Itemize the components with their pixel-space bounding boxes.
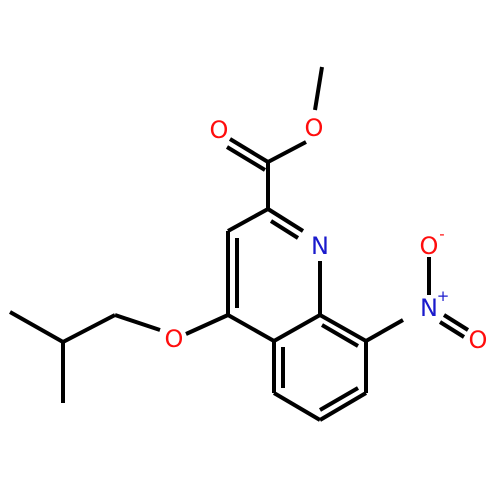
- bond-c2-n1-inner: [269, 219, 300, 240]
- carbonyl-oxygen-label: O: [210, 116, 229, 144]
- bond-c8a-c4a: [273, 313, 321, 343]
- bond-c8-nitro-nitrogen: [365, 318, 404, 343]
- atom-labels: O O N O N + O - O: [165, 114, 488, 354]
- bond-c5-c6: [272, 391, 322, 422]
- bond-ether-oxygen-ch2: [114, 313, 161, 332]
- bond-c8-c8a: [319, 313, 367, 343]
- bond-nitro-double-2: [438, 320, 466, 339]
- bond-c6-c7-inner: [318, 386, 360, 412]
- nitro-nitrogen-label: N: [420, 294, 438, 322]
- bond-c2-n1: [266, 207, 305, 233]
- bond-ch2-ch: [62, 313, 116, 344]
- bond-ch-methyl-left: [9, 310, 64, 344]
- bond-nitro-double-1: [442, 313, 470, 332]
- bonds: [9, 66, 470, 422]
- bond-carbonyl-double-2: [225, 145, 267, 172]
- bond-c6-c7: [318, 391, 368, 422]
- bond-carbonyl-double-1: [228, 137, 270, 164]
- nitro-oxygen-top-label: O: [420, 232, 439, 260]
- nitro-oxygen-bottom-label: O: [469, 326, 488, 354]
- ester-oxygen-label: O: [305, 114, 324, 142]
- bond-c4-c4a: [227, 313, 275, 343]
- bond-c2-c3: [227, 207, 269, 233]
- bond-methyl-ester-oxygen: [313, 66, 324, 111]
- ether-oxygen-label: O: [165, 325, 184, 353]
- ring-nitrogen-label: N: [311, 232, 329, 260]
- nitro-nitrogen-charge: +: [437, 287, 450, 305]
- nitro-oxygen-top-charge: -: [439, 225, 444, 243]
- bond-c8-c8a-inner: [320, 323, 360, 348]
- bond-ester-oxygen-carbonyl-carbon: [267, 140, 307, 164]
- bond-c4-ether-oxygen: [185, 313, 229, 336]
